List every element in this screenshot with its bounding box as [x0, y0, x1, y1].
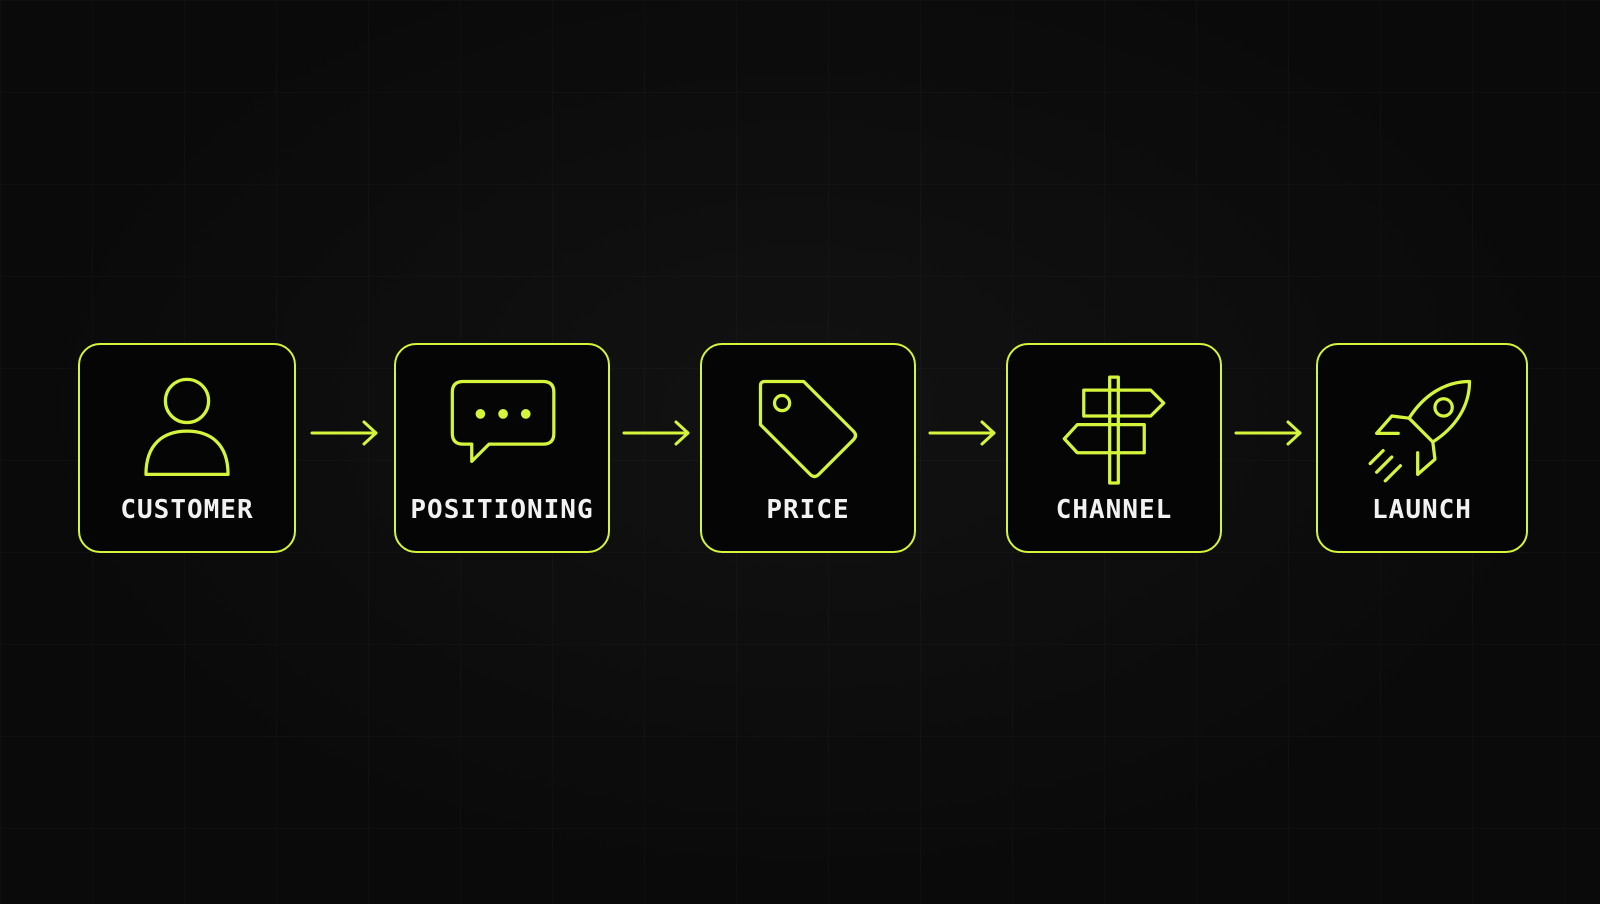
rocket-icon [1368, 379, 1472, 483]
arrow-right-icon [928, 420, 996, 446]
step-label-launch: LAUNCH [1372, 495, 1472, 525]
step-label-channel: CHANNEL [1055, 495, 1173, 525]
step-price: PRICE [700, 343, 916, 553]
arrow-right-icon [622, 420, 690, 446]
step-positioning: POSITIONING [394, 343, 610, 553]
arrow-right-icon [1234, 420, 1302, 446]
step-label-positioning: POSITIONING [410, 495, 594, 525]
speech-bubble-icon [450, 379, 556, 464]
arrow-right-icon [310, 420, 378, 446]
step-customer: CUSTOMER [78, 343, 296, 553]
step-launch: LAUNCH [1316, 343, 1528, 553]
signpost-icon [1062, 375, 1166, 485]
price-tag-icon [758, 379, 858, 479]
step-label-price: PRICE [766, 495, 850, 525]
person-icon [144, 377, 230, 476]
step-channel: CHANNEL [1006, 343, 1222, 553]
step-label-customer: CUSTOMER [120, 495, 254, 525]
